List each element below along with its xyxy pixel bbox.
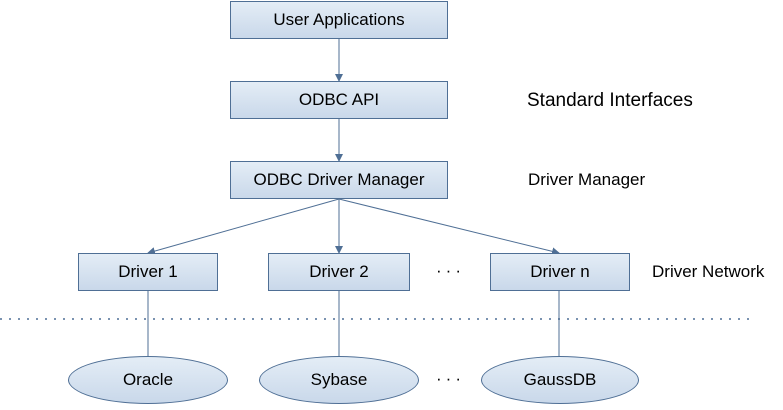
driver-2-node: Driver 2 (268, 253, 410, 291)
databases-ellipsis: ··· (436, 369, 465, 388)
oracle-label: Oracle (122, 370, 174, 389)
driver-n-label: Driver n (530, 262, 590, 281)
driver-manager-layer-label: Driver Manager (528, 170, 646, 189)
driver-2-label: Driver 2 (309, 262, 369, 281)
driver-1-node: Driver 1 (78, 253, 218, 291)
user-applications-node: User Applications (230, 1, 448, 39)
gaussdb-db-node: GaussDB (481, 356, 639, 404)
odbc-api-node: ODBC API (230, 81, 448, 119)
edge-driver-manager-to-driver-n (338, 198, 560, 256)
odbc-driver-manager-label: ODBC Driver Manager (253, 170, 425, 189)
edge-driver-manager-to-driver-1 (147, 198, 340, 255)
standard-interfaces-layer-label: Standard Interfaces (527, 90, 693, 111)
user-applications-label: User Applications (273, 10, 405, 29)
driver-n-node: Driver n (490, 253, 630, 291)
sybase-db-node: Sybase (259, 356, 419, 404)
sybase-label: Sybase (310, 370, 368, 389)
driver-1-label: Driver 1 (118, 262, 178, 281)
odbc-api-label: ODBC API (298, 90, 380, 109)
driver-network-layer-label: Driver Network (652, 262, 765, 281)
gaussdb-label: GaussDB (523, 370, 597, 389)
odbc-driver-manager-node: ODBC Driver Manager (230, 161, 448, 199)
drivers-ellipsis: ··· (436, 261, 465, 280)
oracle-db-node: Oracle (68, 356, 228, 404)
